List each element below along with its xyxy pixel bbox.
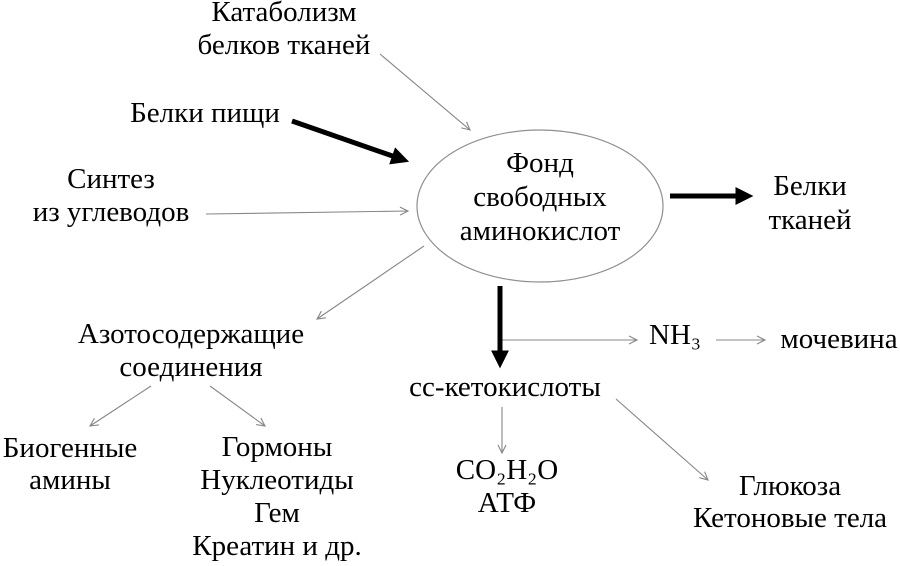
node-urea: мочевина	[780, 323, 898, 355]
node-glucose-ketone-bodies: Глюкоза Кетоновые тела	[692, 470, 888, 534]
arrow-catabolism-to-pool	[379, 53, 471, 131]
node-synthesis-from-carbohydrates: Синтез из углеводов	[32, 163, 190, 228]
amino-acid-pool-ellipse	[416, 129, 664, 283]
node-tissue-proteins: Белки тканей	[768, 170, 852, 236]
node-catabolism-tissue-proteins: Катаболизм белков тканей	[197, 0, 371, 61]
arrow-keto-acids-to-glucose	[615, 398, 709, 481]
node-keto-acids: сс-кетокислоты	[409, 371, 601, 403]
arrow-to-biogenic-amines	[88, 385, 152, 427]
node-hormones-nucleotides-heme-creatine: Гормоны Нуклеотиды Гем Креатин и др.	[192, 431, 362, 562]
arrow-synthesis-to-pool	[205, 206, 410, 216]
node-free-amino-acid-pool: Фонд свободных аминокислот	[459, 147, 621, 247]
node-co2-h2o-atp: CO₂H₂O АТФ	[455, 454, 559, 519]
node-food-proteins: Белки пищи	[130, 97, 280, 129]
arrow-food-proteins-to-pool	[291, 118, 410, 165]
arrow-pool-to-nitrogen-compounds	[315, 245, 425, 320]
node-biogenic-amines: Биогенные амины	[2, 432, 138, 496]
node-nitrogen-containing-compounds: Азотосодержащие соединения	[77, 318, 305, 383]
arrow-to-hormones	[209, 385, 266, 427]
node-ammonia: NH₃	[649, 319, 701, 351]
